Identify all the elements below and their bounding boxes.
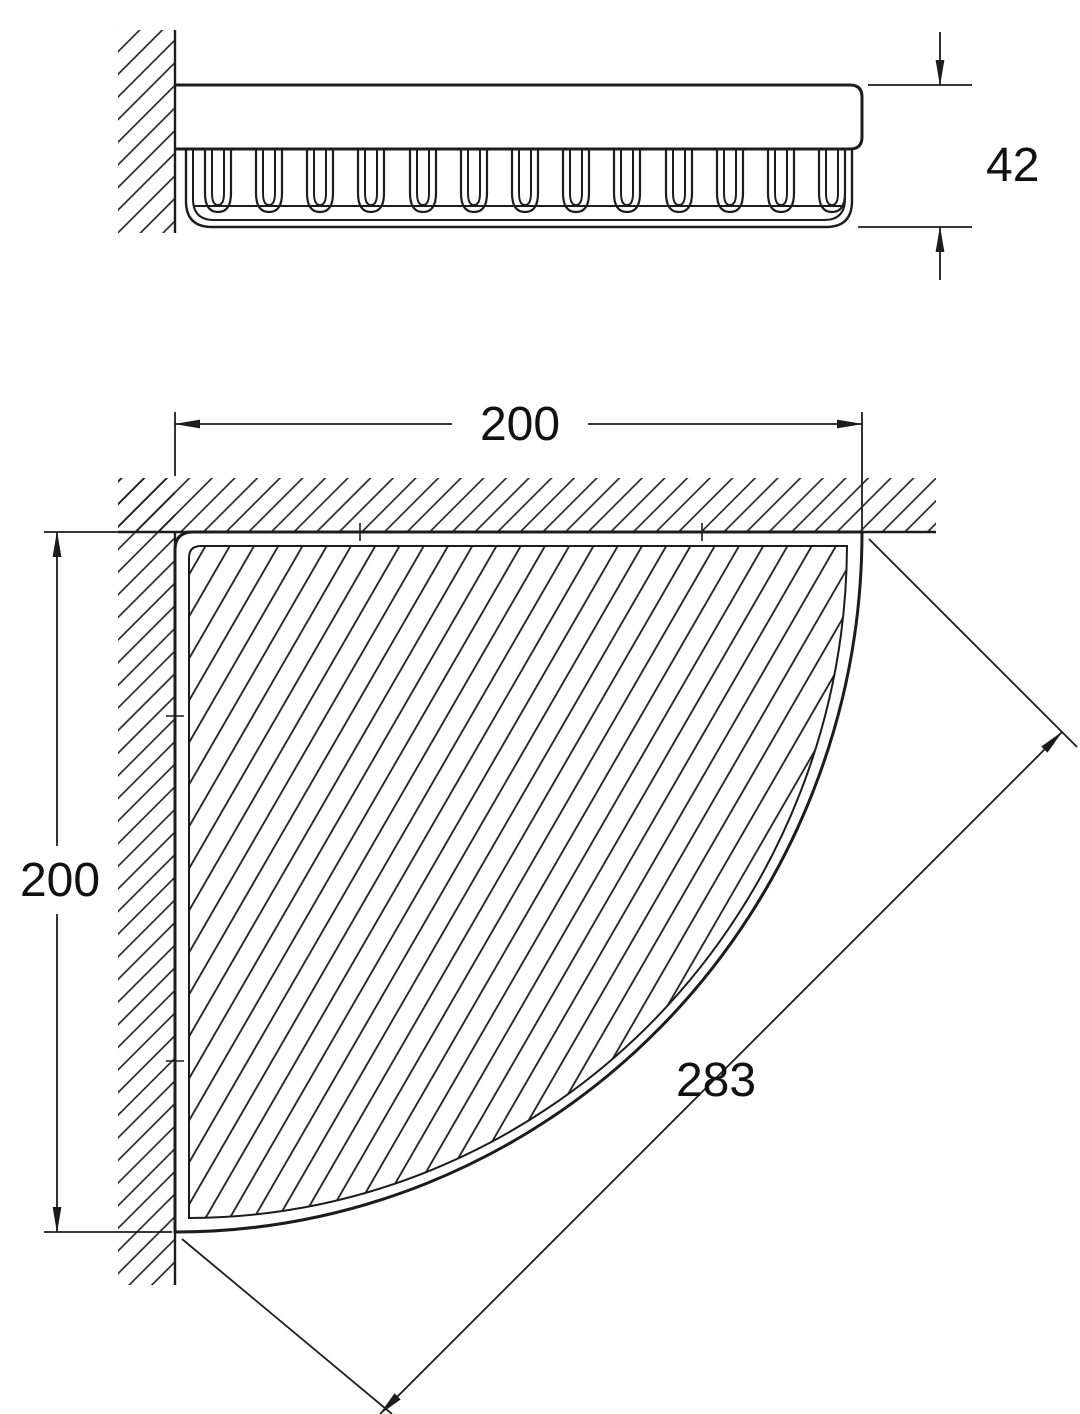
dimension-width-label: 200 [480,398,560,451]
basket-frame-inner [192,149,846,221]
wire-loop [459,147,489,214]
extension-line [868,538,1078,748]
side-view: 42 [118,30,1039,280]
wire-loops [203,147,847,214]
dimension-height-label: 42 [986,139,1039,192]
wire-loop [510,147,540,214]
basket-frame-outer [184,149,854,229]
wire-loop [254,147,284,214]
wall-hatch-left [118,478,175,1285]
wire-loop [305,147,335,214]
basket-mesh-hatch [189,546,847,1218]
dimension-width: 200 [174,398,863,530]
wire-loop [203,147,233,214]
plan-view: 200 200 283 [20,398,1078,1414]
dimension-diagonal: 283 [181,538,1078,1414]
dimension-arrow-line [379,731,1063,1414]
wire-loop [408,147,438,214]
dimension-diagonal-label: 283 [676,1054,756,1107]
shelf-plate-profile [175,83,864,151]
extension-line [181,1238,393,1414]
wall-hatch-top [118,478,936,532]
dimension-depth: 200 [20,531,172,1233]
wire-loop [356,147,386,214]
dimension-depth-label: 200 [20,854,100,907]
wire-loop [612,147,642,214]
wire-loop [817,147,847,214]
wire-loop [561,147,591,214]
wire-loop [664,147,694,214]
center-marks [166,523,703,1062]
wall-hatch-side [118,30,175,233]
wire-loop [766,147,796,214]
dimension-height: 42 [858,32,1039,280]
wire-loop [715,147,745,214]
